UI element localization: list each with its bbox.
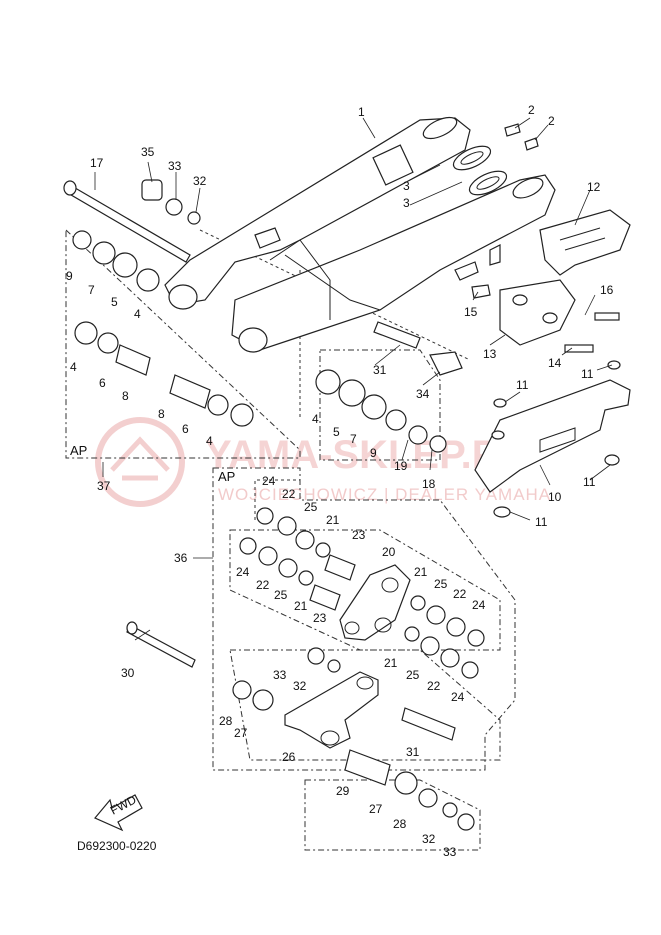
- fwd-arrow-icon: FWD: [94, 792, 143, 832]
- pivot-bearings-right: [315, 321, 463, 453]
- ap-label-left: AP: [70, 443, 87, 458]
- callout-14: 14: [548, 356, 562, 370]
- callout-19: 19: [394, 459, 408, 473]
- callout-3: 3: [403, 196, 410, 210]
- callout-1: 1: [358, 105, 365, 119]
- swingarm: [164, 116, 556, 353]
- callout-18: 18: [422, 477, 436, 491]
- callout-35: 35: [141, 145, 155, 159]
- callout-7: 7: [350, 432, 357, 446]
- callout-5: 5: [333, 425, 340, 439]
- callout-4: 4: [70, 360, 77, 374]
- watermark: YAMA-SKLEP.PL WOJCIECHOWICZ | DEALER YAM…: [95, 417, 551, 507]
- callout-6: 6: [182, 422, 189, 436]
- pivot-bearings-left: [72, 230, 254, 427]
- diagram-code: D692300-0220: [77, 839, 157, 853]
- callout-16: 16: [600, 283, 614, 297]
- relay-arm: [239, 507, 485, 679]
- callout-2: 2: [528, 103, 535, 117]
- leader-lines: [94, 117, 613, 641]
- callout-37: 37: [97, 479, 111, 493]
- callout-10: 10: [548, 490, 562, 504]
- callout-29: 29: [336, 784, 350, 798]
- callout-32: 32: [193, 174, 207, 188]
- chain-slider: [474, 360, 631, 518]
- callout-33: 33: [273, 668, 287, 682]
- callout-31: 31: [406, 745, 420, 759]
- callout-31: 31: [373, 363, 387, 377]
- callout-22: 22: [282, 487, 296, 501]
- callout-21: 21: [294, 599, 308, 613]
- watermark-brand: YAMA-SKLEP.PL: [205, 433, 523, 477]
- callout-8: 8: [158, 407, 165, 421]
- callout-24: 24: [451, 690, 465, 704]
- callout-27: 27: [234, 726, 248, 740]
- callout-11: 11: [583, 475, 596, 489]
- callout-22: 22: [453, 587, 467, 601]
- callout-9: 9: [66, 269, 73, 283]
- callout-28: 28: [393, 817, 407, 831]
- callout-2: 2: [548, 114, 555, 128]
- callout-3: 3: [403, 179, 410, 193]
- callout-23: 23: [352, 528, 366, 542]
- connecting-rod: [126, 621, 475, 831]
- callout-11: 11: [581, 367, 594, 381]
- chain-guides: [471, 209, 631, 353]
- callout-32: 32: [293, 679, 307, 693]
- callout-15: 15: [464, 305, 478, 319]
- callout-25: 25: [304, 500, 318, 514]
- callout-26: 26: [282, 750, 296, 764]
- callout-21: 21: [414, 565, 428, 579]
- callout-11: 11: [535, 515, 548, 529]
- callout-25: 25: [434, 577, 448, 591]
- callout-24: 24: [472, 598, 486, 612]
- callout-28: 28: [219, 714, 233, 728]
- callout-20: 20: [382, 545, 396, 559]
- chain-adjusters: [452, 123, 539, 196]
- callout-30: 30: [121, 666, 135, 680]
- pivot-shaft: [63, 179, 201, 263]
- ap-label-center: AP: [218, 469, 235, 484]
- callout-7: 7: [88, 283, 95, 297]
- callout-13: 13: [483, 347, 497, 361]
- callout-33: 33: [168, 159, 182, 173]
- callout-8: 8: [122, 389, 129, 403]
- callout-33: 33: [443, 845, 457, 859]
- callout-23: 23: [313, 611, 327, 625]
- callout-12: 12: [587, 180, 601, 194]
- callout-25: 25: [406, 668, 420, 682]
- callout-32: 32: [422, 832, 436, 846]
- callout-27: 27: [369, 802, 383, 816]
- callout-17: 17: [90, 156, 104, 170]
- callout-5: 5: [111, 295, 118, 309]
- watermark-subline: WOJCIECHOWICZ | DEALER YAMAHA: [218, 485, 551, 504]
- callout-4: 4: [134, 307, 141, 321]
- callout-21: 21: [384, 656, 398, 670]
- callout-4: 4: [206, 434, 213, 448]
- callout-4: 4: [312, 412, 319, 426]
- callout-36: 36: [174, 551, 188, 565]
- callout-22: 22: [427, 679, 441, 693]
- callout-25: 25: [274, 588, 288, 602]
- callout-24: 24: [236, 565, 250, 579]
- callout-21: 21: [326, 513, 340, 527]
- callout-24: 24: [262, 474, 276, 488]
- callout-9: 9: [370, 446, 377, 460]
- callouts: 1 2 2 3 3 17 35 33 32 12 16 15 13 14 11 …: [66, 103, 614, 859]
- callout-34: 34: [416, 387, 430, 401]
- callout-11: 11: [516, 378, 529, 392]
- callout-6: 6: [99, 376, 106, 390]
- callout-22: 22: [256, 578, 270, 592]
